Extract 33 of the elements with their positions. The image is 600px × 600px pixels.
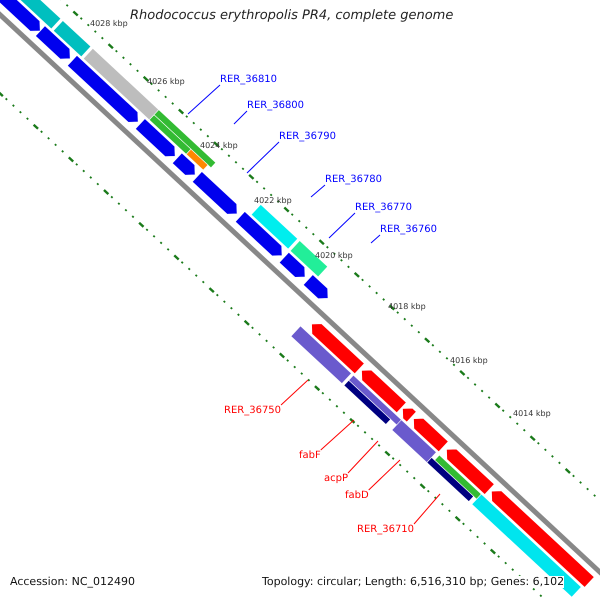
gene-label: RER_36750 bbox=[224, 405, 282, 416]
leader-line bbox=[414, 494, 440, 524]
gene-label: RER_36780 bbox=[325, 174, 382, 185]
gene-label: fabD bbox=[345, 490, 369, 501]
scale-label: 4018 kbp bbox=[388, 303, 426, 312]
leader-line bbox=[328, 212, 356, 238]
scale-label: 4014 kbp bbox=[513, 410, 551, 419]
leader-line bbox=[246, 142, 280, 174]
gene-label: RER_36810 bbox=[220, 74, 278, 85]
gene-label: RER_36770 bbox=[355, 202, 412, 213]
leader-line bbox=[280, 380, 308, 406]
scale-label: 4026 kbp bbox=[147, 78, 185, 87]
leader-line bbox=[368, 460, 400, 490]
gene-label: RER_36760 bbox=[380, 224, 438, 235]
leader-line bbox=[234, 110, 248, 124]
leader-line bbox=[188, 84, 220, 114]
scale-label: 4024 kbp bbox=[200, 142, 238, 151]
genome-info-text: Topology: circular; Length: 6,516,310 bp; Genes: 6,102 bbox=[262, 576, 564, 588]
leader-line bbox=[310, 184, 326, 198]
leader-line bbox=[320, 420, 354, 450]
scale-label: 4020 kbp bbox=[315, 252, 353, 261]
leader-line bbox=[370, 234, 380, 244]
scale-label: 4022 kbp bbox=[254, 197, 292, 206]
scale-label: 4016 kbp bbox=[450, 357, 488, 366]
accession-text: Accession: NC_012490 bbox=[10, 576, 136, 588]
gene-label: acpP bbox=[324, 473, 348, 484]
gene-label: RER_36790 bbox=[279, 131, 336, 142]
scale-label: 4028 kbp bbox=[90, 20, 128, 29]
gene-label: RER_36710 bbox=[357, 524, 414, 535]
gene-label: RER_36800 bbox=[247, 100, 304, 111]
gene-label: fabF bbox=[299, 450, 321, 461]
diagram-title: Rhodococcus erythropolis PR4, complete genome bbox=[130, 9, 454, 24]
leader-line bbox=[348, 440, 378, 474]
